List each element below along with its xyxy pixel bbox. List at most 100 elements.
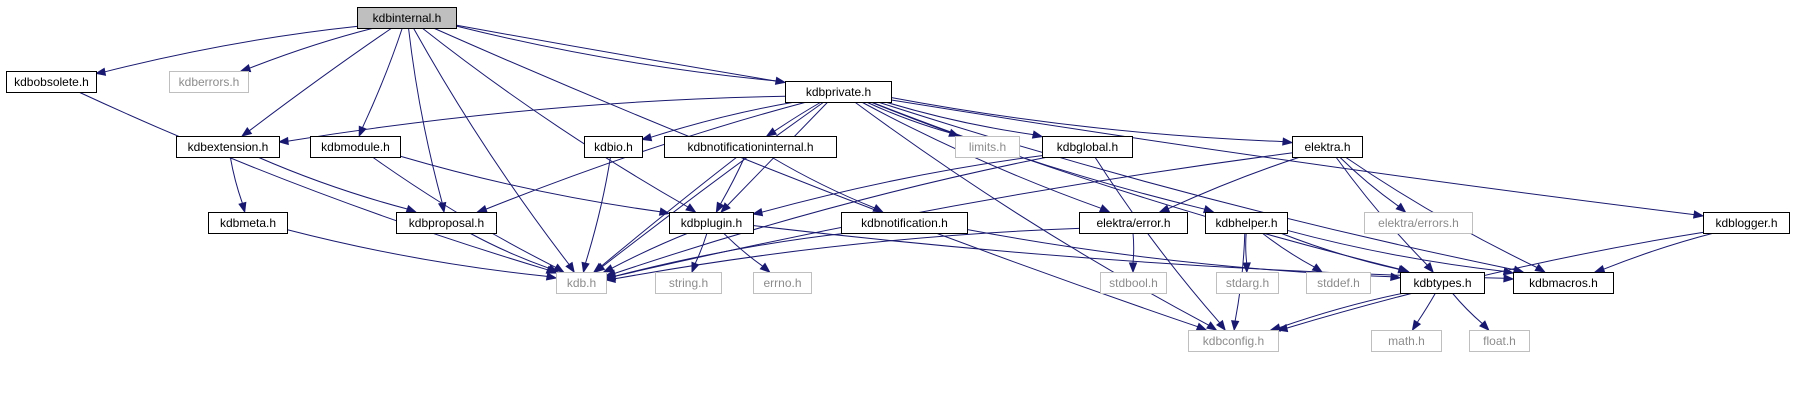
edge-line <box>870 101 1205 210</box>
node-kdbprivate[interactable]: kdbprivate.h <box>785 81 892 103</box>
edge-arrowhead <box>1216 319 1226 332</box>
node-elektra[interactable]: elektra.h <box>1292 136 1363 158</box>
edge-arrowhead <box>751 207 764 217</box>
edge-kdbplugin-to-kdbmacros <box>752 225 1515 283</box>
edge-kdbhelper-to-stdarg <box>1242 232 1251 274</box>
edge-kdbplugin-to-string <box>691 232 708 274</box>
node-box <box>1292 136 1363 158</box>
node-box <box>176 136 280 158</box>
node-label: kdbmodule.h <box>321 140 390 154</box>
edge-line <box>485 101 807 210</box>
edge-arrowhead <box>1269 323 1282 332</box>
node-kdbnotificationinternal[interactable]: kdbnotificationinternal.h <box>664 136 837 158</box>
node-box <box>6 71 97 93</box>
edge-line <box>877 101 1515 271</box>
edge-kdbprivate-to-kdbconfig <box>854 101 1218 331</box>
edge-line <box>885 101 1034 136</box>
edge-line <box>362 27 403 128</box>
node-box <box>785 81 892 103</box>
edge-arrowhead <box>715 201 725 214</box>
node-kdbglobal[interactable]: kdbglobal.h <box>1042 136 1133 158</box>
node-kdbextension[interactable]: kdbextension.h <box>176 136 280 158</box>
edge-arrowhead <box>405 204 418 213</box>
node-kdbinternal[interactable]: kdbinternal.h <box>357 7 457 29</box>
edge-kdblogger-to-kdbmacros <box>1593 232 1715 274</box>
node-box <box>1100 272 1167 294</box>
edge-kdbplugin-to-errno <box>723 232 771 273</box>
edge-kdbinternal-to-kdbextension <box>240 27 393 137</box>
edge-arrowhead <box>1128 262 1138 274</box>
node-label: kdbmacros.h <box>1529 276 1598 290</box>
node-kdbnotification[interactable]: kdbnotification.h <box>841 212 968 234</box>
node-elektra-error[interactable]: elektra/error.h <box>1079 212 1188 234</box>
node-label: float.h <box>1483 334 1516 348</box>
edge-line <box>614 227 1080 280</box>
edge-arrowhead <box>476 204 488 214</box>
node-box <box>169 71 249 93</box>
node-kdbplugin[interactable]: kdbplugin.h <box>669 212 754 234</box>
node-label: errno.h <box>763 276 801 290</box>
node-kdb: kdb.h <box>556 272 607 294</box>
node-kdbtypes[interactable]: kdbtypes.h <box>1400 272 1485 294</box>
node-label: kdbinternal.h <box>373 11 442 25</box>
edge-arrowhead <box>1311 263 1324 273</box>
node-elektra-errors: elektra/errors.h <box>1364 212 1473 234</box>
node-box <box>1400 272 1485 294</box>
nodes-layer: kdbinternal.h kdbobsolete.h kdberrors.h kdb… <box>6 7 1790 352</box>
edge-kdbplugin-to-kdb <box>602 232 689 273</box>
node-kdbmacros[interactable]: kdbmacros.h <box>1513 272 1614 294</box>
edge-arrowhead <box>239 64 252 73</box>
edge-line <box>229 156 243 204</box>
node-label: stdarg.h <box>1226 276 1269 290</box>
edge-kdbinternal-to-kdblogger <box>455 24 1705 219</box>
node-box <box>310 136 401 158</box>
edge-arrowhead <box>720 202 731 213</box>
node-kdbconfig: kdbconfig.h <box>1188 330 1279 352</box>
node-kdbmeta[interactable]: kdbmeta.h <box>208 212 288 234</box>
node-kdbmodule[interactable]: kdbmodule.h <box>310 136 401 158</box>
node-box <box>1469 330 1530 352</box>
edge-line <box>723 232 763 267</box>
edge-line <box>761 155 1043 213</box>
edge-line <box>1132 232 1135 264</box>
edge-line <box>1339 156 1399 207</box>
node-stdbool: stdbool.h <box>1100 272 1167 294</box>
edge-arrowhead <box>1693 210 1705 219</box>
edge-line <box>1245 232 1248 264</box>
edge-arrowhead <box>240 127 253 137</box>
edge-line <box>1261 232 1315 268</box>
node-box <box>1205 212 1288 234</box>
node-label: kdberrors.h <box>179 75 240 89</box>
node-kdbhelper[interactable]: kdbhelper.h <box>1205 212 1288 234</box>
node-label: kdbnotificationinternal.h <box>687 140 813 154</box>
node-kdbio[interactable]: kdbio.h <box>584 136 643 158</box>
node-box <box>556 272 607 294</box>
edge-kdbinternal-to-kdberrors <box>239 27 375 73</box>
edge-line <box>752 225 1505 279</box>
node-label: kdbproposal.h <box>409 216 484 230</box>
edge-line <box>1280 232 1400 270</box>
node-label: limits.h <box>969 140 1006 154</box>
edge-kdbprivate-to-elektra_error <box>861 101 1111 213</box>
edge-line <box>1416 292 1436 323</box>
edge-arrowhead <box>553 263 565 273</box>
node-label: kdbprivate.h <box>806 85 871 99</box>
node-kdblogger[interactable]: kdblogger.h <box>1703 212 1790 234</box>
edge-arrowhead <box>640 133 653 142</box>
edge-line <box>614 232 848 277</box>
edge-line <box>774 101 822 132</box>
node-box <box>955 136 1020 158</box>
edge-line <box>287 95 786 142</box>
edge-kdbobsolete-to-kdb <box>78 91 558 274</box>
node-box <box>396 212 497 234</box>
node-box <box>357 7 457 29</box>
node-box <box>655 272 722 294</box>
node-stdarg: stdarg.h <box>1216 272 1279 294</box>
node-kdbproposal[interactable]: kdbproposal.h <box>396 212 497 234</box>
edge-kdbextension-to-kdbmeta <box>229 156 247 214</box>
edge-kdbglobal-to-kdbplugin <box>751 155 1043 217</box>
edge-arrowhead <box>1503 274 1515 283</box>
edge-line <box>1286 231 1704 329</box>
node-kdbobsolete[interactable]: kdbobsolete.h <box>6 71 97 93</box>
edge-line <box>720 156 746 205</box>
